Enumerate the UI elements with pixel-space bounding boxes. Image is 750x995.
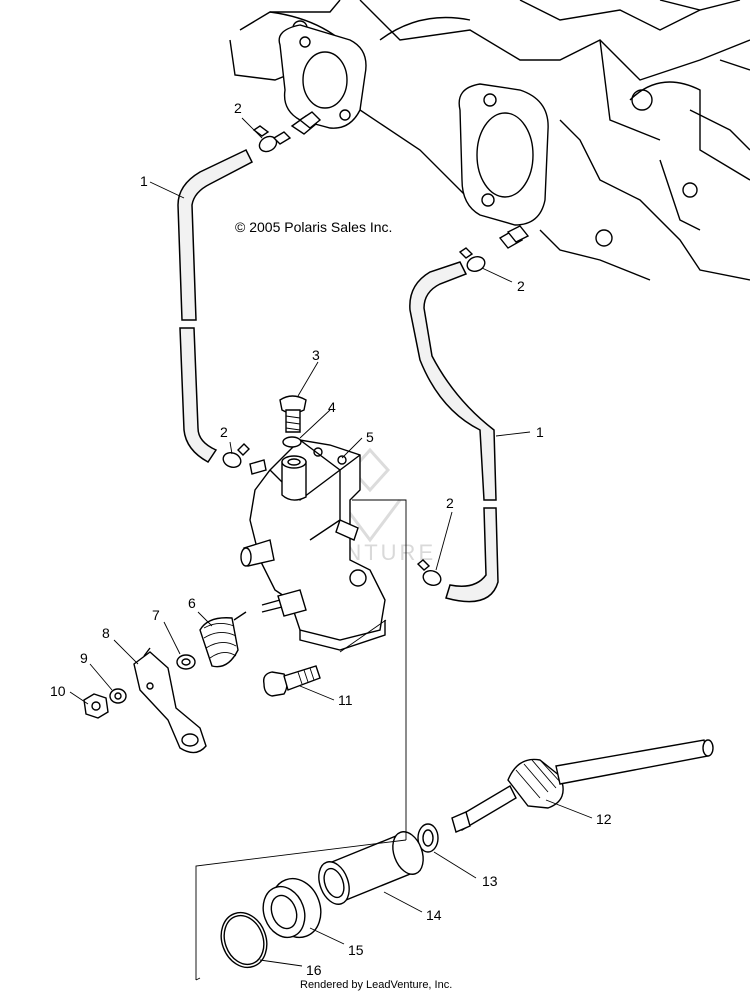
drive-gear-shaft bbox=[451, 739, 714, 833]
callout-15: 15 bbox=[348, 942, 364, 958]
thrust-washer bbox=[417, 823, 439, 853]
engine-block bbox=[229, 0, 750, 281]
hose-clamp-top-left bbox=[252, 125, 292, 153]
callout-7: 7 bbox=[152, 607, 160, 623]
callout-5: 5 bbox=[366, 429, 374, 445]
rendered-by-text: Rendered by LeadVenture, Inc. bbox=[300, 979, 452, 991]
pump-washer bbox=[282, 436, 302, 448]
shaft-bushing bbox=[318, 831, 424, 905]
callout-2-mid-right: 2 bbox=[446, 495, 454, 511]
oil-hose-right bbox=[409, 261, 499, 603]
callout-10: 10 bbox=[50, 683, 66, 699]
lever-nut bbox=[83, 693, 109, 719]
callout-16: 16 bbox=[306, 962, 322, 978]
hose-clamp-mid-left bbox=[222, 443, 250, 468]
return-spring bbox=[199, 611, 247, 668]
callout-12: 12 bbox=[596, 811, 612, 827]
assembly-bracket bbox=[195, 499, 407, 981]
pump-screw bbox=[279, 395, 307, 433]
shaft-seal bbox=[262, 877, 322, 939]
lever-washer bbox=[176, 654, 196, 670]
oil-pump-body bbox=[240, 439, 386, 651]
callout-3: 3 bbox=[312, 347, 320, 363]
leader-lines bbox=[69, 117, 593, 967]
callout-9: 9 bbox=[80, 650, 88, 666]
pump-lever bbox=[133, 647, 207, 754]
callout-1-right: 1 bbox=[536, 424, 544, 440]
callout-13: 13 bbox=[482, 873, 498, 889]
pump-mounting-bolt bbox=[262, 665, 321, 697]
callout-8: 8 bbox=[102, 625, 110, 641]
o-ring bbox=[220, 911, 268, 969]
callout-1-left: 1 bbox=[140, 173, 148, 189]
callout-2-top-right: 2 bbox=[517, 278, 525, 294]
copyright-text: © 2005 Polaris Sales Inc. bbox=[235, 219, 392, 235]
callout-14: 14 bbox=[426, 907, 442, 923]
callout-11: 11 bbox=[338, 692, 353, 708]
hose-clamp-mid-right bbox=[416, 559, 442, 586]
callout-4: 4 bbox=[328, 399, 336, 415]
callout-6: 6 bbox=[188, 595, 196, 611]
callout-labels: 1 1 2 2 2 2 3 4 5 6 7 8 9 10 11 12 13 14… bbox=[50, 100, 612, 978]
lock-washer bbox=[109, 688, 127, 704]
callout-2-top-left: 2 bbox=[234, 100, 242, 116]
callout-2-mid-left: 2 bbox=[220, 424, 228, 440]
oil-hose-left bbox=[177, 149, 253, 463]
hose-clamp-top-right bbox=[458, 247, 486, 272]
